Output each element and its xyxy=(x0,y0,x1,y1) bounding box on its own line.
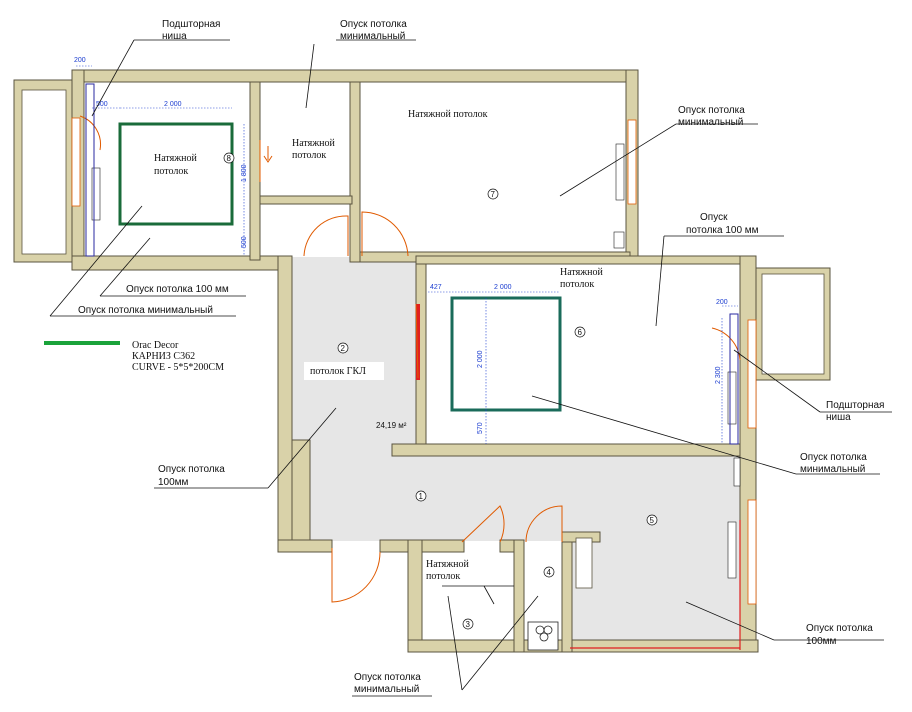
label-drop-min-right-2: минимальный xyxy=(678,117,743,128)
label-drop-min-bottom-2: минимальный xyxy=(354,684,419,695)
dim-570: 570 xyxy=(477,422,484,434)
window-room6 xyxy=(747,319,757,429)
toilet-icon xyxy=(527,621,559,651)
cornice-room6 xyxy=(450,296,562,412)
label-drop-min-right-1: Опуск потолка xyxy=(678,105,745,116)
label-drop-min-top-1: Опуск потолка xyxy=(340,19,407,30)
dim-1800: 1 800 xyxy=(241,164,248,182)
wall-bath-wc xyxy=(513,539,525,653)
wall-room6-bottom xyxy=(391,443,741,457)
label-drop-min-top-2: минимальный xyxy=(340,31,405,42)
wall-top xyxy=(71,69,639,83)
dim-200-top: 200 xyxy=(74,57,86,64)
dim-427: 427 xyxy=(430,284,442,291)
radiators xyxy=(91,143,737,579)
label-stretch-room6-2: потолок xyxy=(560,279,594,290)
dim-2000-top: 2 000 xyxy=(164,101,182,108)
legend-line-1: Orac Decor xyxy=(132,340,179,351)
label-stretch-room6-1: Натяжной xyxy=(560,267,604,278)
label-drop-100mm-bottom-1: Опуск потолка xyxy=(806,623,873,634)
legend-line-2: КАРНИЗ C362 xyxy=(132,351,195,362)
label-niche-top-2: ниша xyxy=(162,31,187,42)
wall-bath-left xyxy=(407,539,423,653)
label-drop-100mm-bottom-2: 100мм xyxy=(806,636,837,647)
dim-500-top: 500 xyxy=(96,101,108,108)
room-number-5: 5 xyxy=(650,516,655,525)
floor-hall xyxy=(310,455,740,541)
wall-bottom-left xyxy=(277,539,333,553)
dim-2000-mid: 2 000 xyxy=(494,284,512,291)
dim-2000-vert: 2 000 xyxy=(477,350,484,368)
label-stretch-room8-2: потолок xyxy=(154,166,188,177)
room-number-7: 7 xyxy=(491,190,496,199)
wall-room8-corridor xyxy=(249,81,261,261)
doors xyxy=(79,115,741,603)
gkl-label-bg xyxy=(304,362,384,380)
wall-bottom xyxy=(407,639,759,653)
room-number-2: 2 xyxy=(341,344,346,353)
dim-500-side: 500 xyxy=(241,236,248,248)
room-number-8: 8 xyxy=(227,154,232,163)
curtain-niche-right xyxy=(729,313,739,445)
leader-lines xyxy=(49,39,892,697)
floor-corridor xyxy=(292,257,416,457)
room-number-4: 4 xyxy=(547,568,552,577)
wall-wc-kitchen xyxy=(561,539,573,653)
room-number-6: 6 xyxy=(578,328,583,337)
room-numbers: 1 2 3 4 5 6 7 8 xyxy=(223,152,658,630)
window-kitchen xyxy=(747,499,757,605)
window-room7 xyxy=(627,119,637,205)
wall-corridor-left xyxy=(277,255,293,553)
label-drop-100-right-1: Опуск xyxy=(700,212,728,223)
label-gkl: потолок ГКЛ xyxy=(310,366,366,377)
label-drop-min-left: Опуск потолка минимальный xyxy=(78,305,213,316)
window-room8 xyxy=(71,117,81,207)
label-drop-100mm-left-2: 100мм xyxy=(158,477,189,488)
floor-kitchen xyxy=(570,540,740,652)
wall-corridor-room7 xyxy=(349,81,361,263)
window-corridor xyxy=(416,304,420,380)
label-niche-right-2: ниша xyxy=(826,412,851,423)
label-stretch-corridor-2: потолок xyxy=(292,150,326,161)
legend-cornice-line xyxy=(44,341,120,345)
label-drop-100mm-left-1: Опуск потолка xyxy=(158,464,225,475)
label-niche-top-1: Подшторная xyxy=(162,19,220,30)
room-number-1: 1 xyxy=(419,492,424,501)
label-drop-100-left: Опуск потолка 100 мм xyxy=(126,284,229,295)
label-drop-100-right-2: потолка 100 мм xyxy=(686,225,759,236)
label-stretch-room7: Натяжной потолок xyxy=(408,109,488,120)
legend-line-3: CURVE - 5*5*200CM xyxy=(132,362,224,373)
curtain-niche-left xyxy=(85,83,95,257)
label-drop-min-bottom-1: Опуск потолка xyxy=(354,672,421,683)
label-drop-min-right2-1: Опуск потолка xyxy=(800,452,867,463)
dim-2300: 2 300 xyxy=(715,366,722,384)
dimension-lines xyxy=(76,65,738,444)
room-number-3: 3 xyxy=(466,620,471,629)
label-niche-right-1: Подшторная xyxy=(826,400,884,411)
label-area: 24,19 м² xyxy=(376,421,407,430)
label-stretch-bath-2: потолок xyxy=(426,571,460,582)
cornice-room8 xyxy=(118,122,234,226)
label-stretch-bath-1: Натяжной xyxy=(426,559,470,570)
wall-small-room xyxy=(259,195,353,205)
label-stretch-corridor-1: Натяжной xyxy=(292,138,336,149)
label-drop-min-right2-2: минимальный xyxy=(800,464,865,475)
label-stretch-room8-1: Натяжной xyxy=(154,153,198,164)
dim-200-right: 200 xyxy=(716,299,728,306)
wall-room6-top xyxy=(415,255,757,265)
